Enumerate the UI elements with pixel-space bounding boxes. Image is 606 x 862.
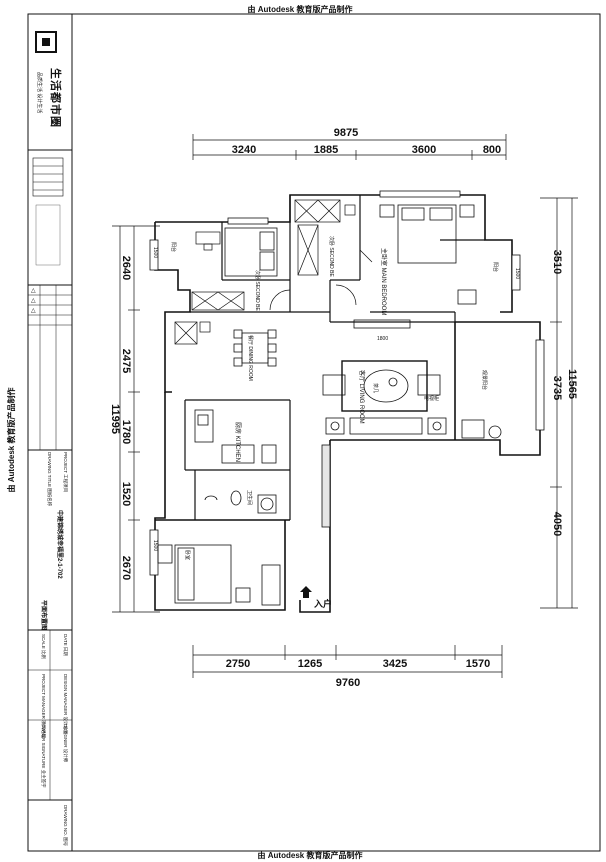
project-name: 中建锦绣城幸福里2-1-702 bbox=[56, 510, 64, 579]
room-label-toilet: 卫生间 bbox=[246, 490, 253, 505]
label-drawing-no: DRAWING NO. 图号 bbox=[62, 805, 68, 847]
drawing-border bbox=[71, 13, 601, 852]
second-bedroom-wardrobe bbox=[191, 291, 245, 311]
dim-left-seg-2: 2475 bbox=[120, 349, 132, 373]
dim-top-seg-1: 3240 bbox=[232, 144, 256, 156]
outer-walls bbox=[154, 194, 541, 613]
dimensions-bottom bbox=[192, 645, 503, 678]
dim-bottom-seg-4: 1570 bbox=[466, 658, 490, 670]
kitchen-counter bbox=[194, 409, 277, 464]
coffee-table bbox=[363, 369, 409, 403]
dim-right-seg-2: 3735 bbox=[551, 376, 563, 400]
tv-cabinet bbox=[353, 319, 411, 329]
label-scale: SCALE 比例 bbox=[40, 634, 47, 660]
logo-subtitle: 品质生活 设计生活 bbox=[36, 72, 43, 113]
logo-char-1: 生 bbox=[49, 68, 63, 79]
room-label-second-bedroom-b: 次卧 SECOND BE bbox=[328, 236, 335, 278]
label-date: DATE 日期 bbox=[62, 634, 68, 656]
dim-left-seg-1: 2640 bbox=[120, 256, 132, 280]
room-label-balcony-c: 观景阳台 bbox=[481, 370, 488, 390]
watermark-top: 由 Autodesk 教育版产品制作 bbox=[248, 4, 353, 14]
title-block-frame bbox=[27, 13, 73, 852]
label-design-manager: DESIGN MANAGER 设计总监 bbox=[62, 674, 69, 735]
dimensions-top bbox=[192, 134, 507, 160]
revision-mark-3: △ bbox=[31, 308, 36, 314]
revision-mark-1: △ bbox=[31, 288, 36, 294]
wardrobe-b bbox=[294, 199, 356, 276]
room-label-second-bedroom-a: 次卧 SECOND BE bbox=[254, 270, 261, 312]
interior-walls bbox=[184, 195, 485, 520]
logo: 生 活 都 市 圈 品质生活 设计生活 bbox=[35, 31, 63, 127]
annotation-window-2: 1500 bbox=[514, 268, 520, 279]
annotation-coffee-table: 茶几 bbox=[372, 383, 379, 393]
annotation-window-1: 1500 bbox=[152, 247, 158, 258]
label-drawing-title: DRAWING TITLE 图纸名称 bbox=[46, 452, 53, 507]
room-label-living: 客厅 LIVING ROOM bbox=[358, 370, 366, 424]
hall-cabinet bbox=[321, 444, 331, 528]
dim-bottom-seg-1: 2750 bbox=[226, 658, 250, 670]
fridge bbox=[174, 321, 211, 345]
room-label-balcony-a: 阳台 bbox=[170, 242, 177, 252]
room-label-main-bedroom: 主卧室 MAIN BEDROOM bbox=[380, 248, 388, 315]
sheet-title: 平面布置图 bbox=[40, 600, 48, 630]
title-block-notes bbox=[32, 157, 64, 266]
dimensions-left bbox=[112, 225, 160, 613]
dim-bottom-seg-3: 3425 bbox=[383, 658, 407, 670]
dim-top-seg-4: 800 bbox=[483, 144, 501, 156]
room-label-entrance: 入户 bbox=[313, 598, 332, 609]
door-swing-main bbox=[359, 249, 373, 263]
door-swing-a bbox=[269, 289, 291, 311]
dimensions-right bbox=[540, 197, 578, 609]
dim-left-total: 11995 bbox=[109, 404, 121, 434]
dim-left-seg-5: 2670 bbox=[120, 556, 132, 580]
dim-right-seg-1: 3510 bbox=[551, 250, 563, 274]
dim-left-seg-3: 1780 bbox=[120, 420, 132, 444]
dim-right-total: 11565 bbox=[566, 369, 578, 399]
logo-char-4: 市 bbox=[49, 104, 63, 115]
dim-right-seg-3: 4050 bbox=[551, 512, 563, 536]
room-label-bedroom-3: 卧室 bbox=[184, 550, 191, 560]
toilet-fixtures bbox=[204, 490, 277, 514]
room-label-balcony-b: 阳台 bbox=[492, 262, 499, 272]
dining-table bbox=[233, 329, 277, 367]
annotation-cabinet: 电视柜 bbox=[424, 395, 439, 402]
dim-bottom-total: 9760 bbox=[336, 677, 360, 689]
bedroom-3-bed bbox=[157, 544, 281, 606]
living-room-rug bbox=[341, 360, 428, 412]
main-bedroom-bed bbox=[379, 204, 477, 305]
dim-top-seg-2: 1885 bbox=[314, 144, 338, 156]
dim-top-total: 9875 bbox=[334, 127, 358, 139]
second-bedroom-bed bbox=[224, 227, 278, 277]
watermark-bottom: 由 Autodesk 教育版产品制作 bbox=[258, 850, 363, 860]
balcony-fixtures bbox=[461, 419, 502, 439]
dim-bottom-seg-2: 1265 bbox=[298, 658, 322, 670]
sofa bbox=[322, 374, 447, 435]
watermark-left: 由 Autodesk 教育版产品制作 bbox=[6, 388, 16, 493]
room-label-dining: 餐厅 DINING ROOM bbox=[247, 335, 254, 381]
annotation-tv-cabinet: 1800 bbox=[377, 336, 388, 342]
annotation-window-3: 1500 bbox=[152, 540, 158, 551]
revision-table: △ △ △ bbox=[28, 285, 72, 450]
label-project-manager: PROJECT MANAGER 项目经理 bbox=[40, 674, 47, 739]
label-owner: OWNER SIGNATURE 业主签字 bbox=[41, 724, 47, 788]
label-designer: DESIGNER 设计师 bbox=[62, 724, 69, 763]
label-project: PROJECT 工程项目 bbox=[62, 452, 69, 492]
dim-left-seg-4: 1520 bbox=[120, 482, 132, 506]
revision-mark-2: △ bbox=[31, 298, 36, 304]
room-label-kitchen: 厨房 KITCHEN bbox=[234, 422, 242, 462]
entrance-arrow bbox=[300, 586, 312, 598]
dim-top-seg-3: 3600 bbox=[412, 144, 436, 156]
door-swing-b bbox=[335, 284, 357, 306]
logo-char-3: 都 bbox=[49, 91, 63, 103]
desk-a bbox=[195, 231, 221, 251]
windows bbox=[149, 190, 545, 576]
logo-char-5: 圈 bbox=[49, 116, 62, 127]
logo-char-2: 活 bbox=[49, 80, 63, 91]
